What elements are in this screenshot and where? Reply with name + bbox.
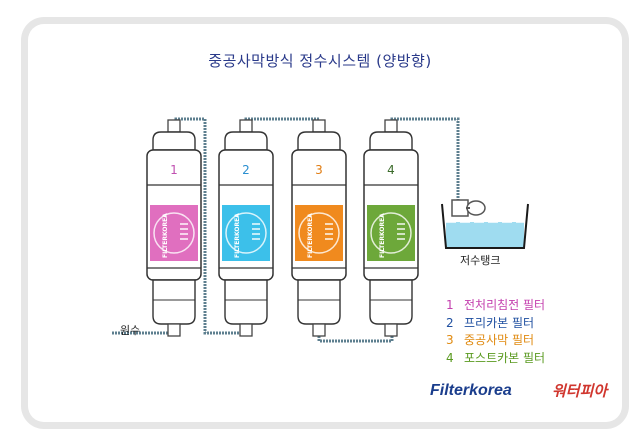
filter-label-band	[295, 205, 343, 261]
legend-text: 전처리침전 필터	[464, 298, 546, 312]
filter-bottom-cap	[152, 279, 196, 325]
legend-item: 3 중공사막 필터	[446, 332, 545, 350]
filter-top-fitting	[384, 119, 398, 133]
partner-logo: 워터피아	[552, 380, 607, 401]
filter-top-fitting	[167, 119, 181, 133]
tank-label: 저수탱크	[460, 254, 501, 267]
legend-text: 포스트카본 필터	[464, 350, 546, 365]
filter-label-band	[222, 205, 270, 261]
legend-number: 1	[446, 298, 454, 312]
filter-bottom-cap	[297, 279, 341, 325]
filter-top-cap	[152, 131, 196, 151]
filter-body-text: FILTERKOREA	[234, 213, 241, 258]
legend-item: 4 포스트카본 필터	[446, 350, 545, 368]
filter-label-band	[367, 205, 415, 261]
filter-top-cap	[224, 131, 268, 151]
filter-top-fitting	[312, 119, 326, 133]
filter-top-cap	[369, 131, 413, 151]
legend-number: 4	[446, 350, 454, 365]
filter-cartridge-2: FILTERKOREA 2	[218, 119, 274, 337]
filter-label-band	[150, 205, 198, 261]
water-tank	[441, 199, 529, 249]
filter-cartridge-4: FILTERKOREA 4	[363, 119, 419, 337]
legend-item: 2 프리카본 필터	[446, 315, 545, 333]
legend-text: 중공사막 필터	[464, 333, 535, 347]
tank-water	[446, 222, 524, 248]
filter-bottom-fitting	[167, 323, 181, 337]
filter-bottom-fitting	[384, 323, 398, 337]
filter-number: 4	[387, 163, 395, 177]
legend-number: 3	[446, 333, 454, 347]
filter-number: 2	[242, 163, 250, 177]
brand-logo: Filterkorea	[430, 382, 512, 399]
filter-body-text: FILTERKOREA	[162, 213, 169, 258]
filter-top-fitting	[239, 119, 253, 133]
diagram-title: 중공사막방식 정수시스템 (양방향)	[208, 52, 432, 70]
filter-body-text: FILTERKOREA	[379, 213, 386, 258]
legend-item: 1 전처리침전 필터	[446, 297, 545, 315]
filter-bottom-cap	[369, 279, 413, 325]
inlet-label: 원수	[120, 324, 141, 337]
filter-bottom-fitting	[312, 323, 326, 337]
filter-number: 1	[170, 163, 178, 177]
filter-bottom-cap	[224, 279, 268, 325]
filter-cartridge-3: FILTERKOREA 3	[291, 119, 347, 337]
legend-number: 2	[446, 315, 454, 330]
filter-number: 3	[315, 163, 323, 177]
filter-bottom-fitting	[239, 323, 253, 337]
legend-text: 프리카본 필터	[464, 315, 535, 330]
filter-cartridge-1: FILTERKOREA 1	[146, 119, 202, 337]
filter-legend: 1 전처리침전 필터 2 프리카본 필터 3 중공사막 필터 4 포스트카본 필터	[446, 297, 545, 367]
filter-body-text: FILTERKOREA	[307, 213, 314, 258]
filter-top-cap	[297, 131, 341, 151]
float-valve	[451, 199, 469, 217]
partner-name: 워터피아	[552, 383, 608, 400]
